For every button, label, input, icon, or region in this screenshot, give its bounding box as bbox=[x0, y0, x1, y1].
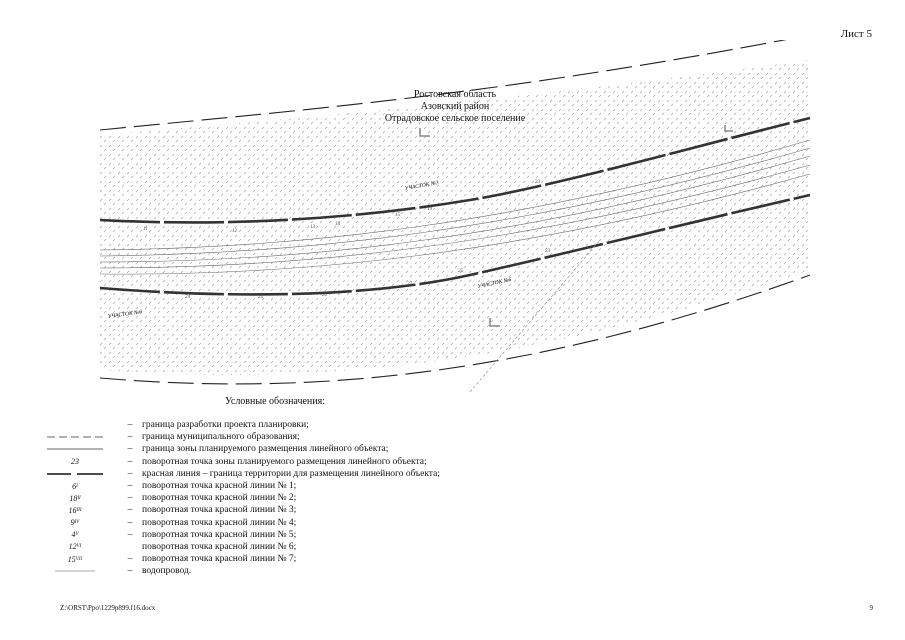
legend-item: – граница зоны планируемого размещения л… bbox=[32, 443, 632, 455]
point-label: 13 bbox=[310, 225, 316, 230]
building-mark bbox=[724, 125, 733, 132]
region-district: Азовский район bbox=[420, 101, 490, 112]
point-label: 23 bbox=[545, 249, 551, 254]
legend-text: поворотная точка красной линии № 4; bbox=[142, 517, 297, 528]
legend: – граница разработки проекта планировки;… bbox=[32, 419, 632, 577]
file-path: Z:\ORST\Ppo\1229p899.f16.docx bbox=[60, 604, 156, 612]
legend-text: поворотная точка красной линии № 7; bbox=[142, 554, 297, 565]
building-mark bbox=[419, 128, 430, 137]
project-boundary-top bbox=[99, 40, 787, 131]
legend-text: поворотная точка красной линии № 5; bbox=[142, 529, 297, 540]
diagonal-line bbox=[469, 239, 601, 393]
legend-item: – красная линия – граница территории для… bbox=[32, 468, 632, 480]
legend-title: Условные обозначения: bbox=[225, 396, 326, 407]
legend-symbol bbox=[32, 471, 118, 477]
legend-text: граница разработки проекта планировки; bbox=[142, 420, 309, 431]
site-plan-map: УЧАСТОК №3 УЧАСТОК №6 УЧАСТОК №6 12 11 1… bbox=[99, 40, 811, 393]
point-label: 12 bbox=[232, 229, 238, 234]
terrain-area bbox=[100, 60, 810, 375]
legend-dash: – bbox=[127, 481, 133, 492]
legend-symbol bbox=[32, 568, 118, 574]
page-number: 9 bbox=[869, 604, 874, 612]
legend-symbol bbox=[32, 434, 118, 440]
region-oblast: Ростовская область bbox=[413, 89, 497, 100]
legend-text: поворотная точка красной линии № 1; bbox=[142, 481, 297, 492]
legend-dash: – bbox=[127, 444, 133, 455]
legend-dash: – bbox=[127, 468, 133, 479]
legend-symbol bbox=[32, 422, 118, 428]
legend-item: 23 – поворотная точка зоны планируемого … bbox=[32, 456, 632, 468]
point-label: 15 bbox=[395, 213, 401, 218]
legend-dash: – bbox=[127, 517, 133, 528]
legend-text: поворотная точка красной линии № 6; bbox=[142, 541, 297, 552]
segment-label: УЧАСТОК №6 bbox=[107, 309, 142, 320]
region-title: Ростовская область Азовский район Отрадо… bbox=[330, 89, 580, 125]
legend-item: – водопровод. bbox=[32, 565, 632, 577]
legend-dash: – bbox=[127, 566, 133, 577]
legend-text: граница муниципального образования; bbox=[142, 432, 300, 443]
building-mark bbox=[489, 318, 500, 327]
legend-item: – граница муниципального образования; bbox=[32, 431, 632, 443]
segment-label: УЧАСТОК №3 bbox=[404, 180, 439, 192]
region-settlement: Отрадовское сельское поселение bbox=[384, 113, 526, 124]
point-label: 24 bbox=[185, 295, 191, 300]
legend-dash: – bbox=[127, 493, 133, 504]
legend-dash: – bbox=[127, 505, 133, 516]
legend-dash: – bbox=[127, 529, 133, 540]
point-label: 19 bbox=[427, 207, 433, 212]
legend-text: водопровод. bbox=[142, 566, 192, 577]
legend-symbol bbox=[32, 446, 118, 452]
legend-symbol: 23 bbox=[71, 457, 79, 467]
point-label: 26 bbox=[322, 293, 328, 298]
project-boundary-bottom bbox=[99, 274, 811, 385]
legend-text: граница зоны планируемого размещения лин… bbox=[142, 444, 389, 455]
point-label: 23 bbox=[535, 180, 541, 185]
point-label: 11 bbox=[143, 227, 148, 232]
legend-dash: – bbox=[127, 554, 133, 565]
legend-item: – граница разработки проекта планировки; bbox=[32, 419, 632, 431]
legend-dash: – bbox=[127, 456, 133, 467]
point-label: 25 bbox=[458, 269, 464, 274]
point-label: 25 bbox=[258, 295, 264, 300]
legend-text: поворотная точка красной линии № 3; bbox=[142, 505, 297, 516]
legend-text: поворотная точка красной линии № 2; bbox=[142, 493, 297, 504]
sheet-label: Лист 5 bbox=[840, 28, 872, 40]
legend-text: красная линия – граница территории для р… bbox=[142, 468, 440, 479]
red-line-bottom bbox=[99, 193, 811, 296]
road-lines bbox=[99, 139, 811, 275]
red-line-top bbox=[99, 116, 811, 224]
legend-dash: – bbox=[127, 432, 133, 443]
legend-text: поворотная точка зоны планируемого разме… bbox=[142, 456, 427, 467]
point-label: 27 bbox=[407, 282, 413, 287]
legend-dash: – bbox=[127, 420, 133, 431]
point-label: 14 bbox=[335, 222, 341, 227]
